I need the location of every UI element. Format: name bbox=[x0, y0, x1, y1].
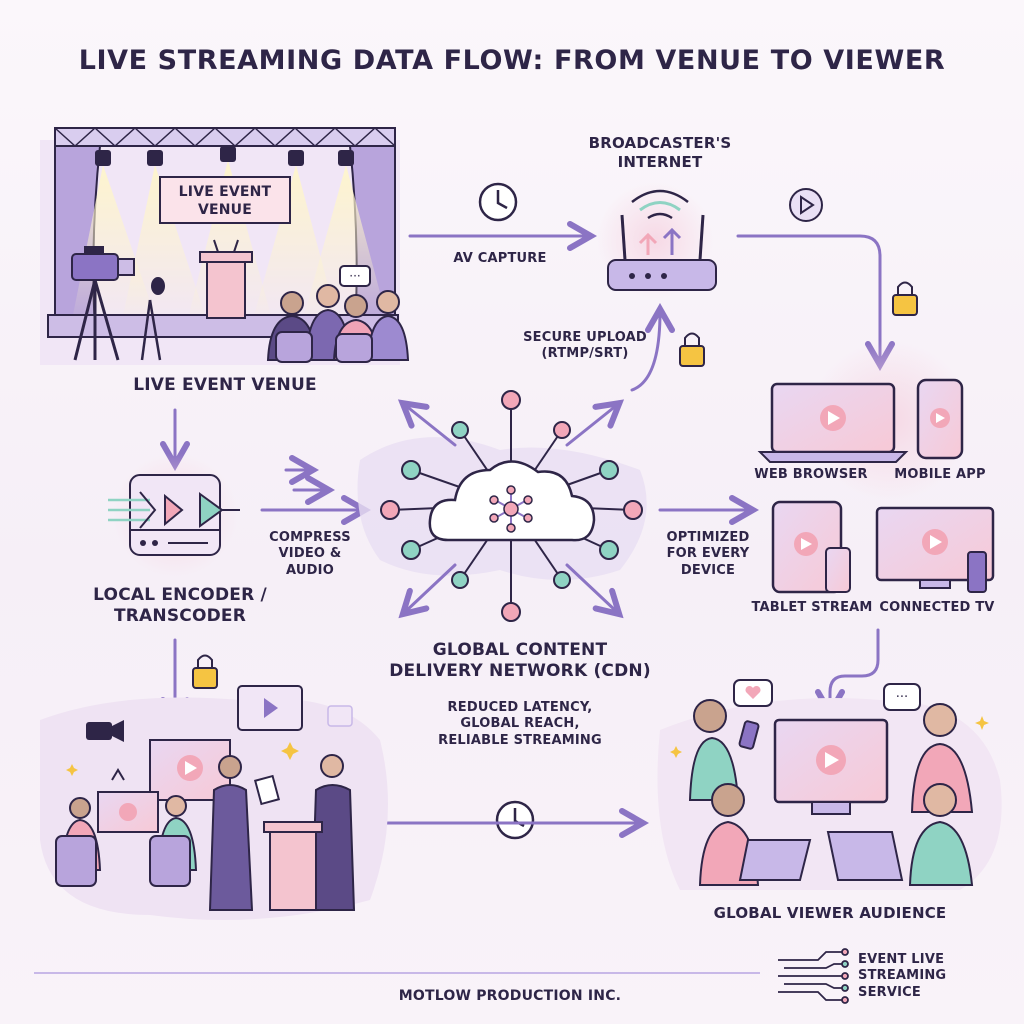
device-label-mobile: MOBILE APP bbox=[894, 467, 986, 482]
node-label-cdn: GLOBAL CONTENT DELIVERY NETWORK (CDN) bbox=[389, 640, 651, 682]
device-label-tv: CONNECTED TV bbox=[879, 600, 995, 615]
audience-illustration: ··· bbox=[657, 679, 1002, 890]
arrow-internet-to-devices bbox=[736, 234, 880, 362]
node-label-internet: BROADCASTER'S INTERNET bbox=[588, 134, 732, 171]
device-label-tablet: TABLET STREAM bbox=[751, 600, 873, 615]
tablet-device bbox=[771, 500, 851, 594]
arrow-secure-upload bbox=[630, 312, 660, 392]
venue-sign: LIVE EVENT VENUE bbox=[178, 184, 272, 218]
service-logo bbox=[778, 948, 849, 1004]
clock-icon bbox=[495, 800, 535, 840]
cdn-illustration bbox=[357, 390, 647, 622]
edge-label-av-capture: AV CAPTURE bbox=[453, 251, 547, 266]
edge-label-compress: COMPRESS VIDEO & AUDIO bbox=[269, 530, 351, 578]
arrow-devices-to-audience bbox=[830, 628, 880, 710]
edge-label-optimized: OPTIMIZED FOR EVERY DEVICE bbox=[666, 530, 750, 578]
lock-icon bbox=[192, 654, 218, 689]
edge-label-secure-upload: SECURE UPLOAD (RTMP/SRT) bbox=[523, 330, 647, 362]
production-control-illustration bbox=[40, 685, 388, 920]
svg-text:···: ··· bbox=[896, 690, 908, 705]
node-label-venue: LIVE EVENT VENUE bbox=[133, 375, 317, 395]
device-label-web: WEB BROWSER bbox=[754, 467, 868, 482]
lock-icon bbox=[679, 332, 705, 367]
svg-text:···: ··· bbox=[349, 269, 360, 283]
footer-service: EVENT LIVE STREAMING SERVICE bbox=[858, 952, 947, 1000]
connected-tv-device bbox=[875, 506, 995, 593]
lock-icon bbox=[892, 281, 918, 316]
clock-icon bbox=[478, 182, 518, 222]
encoder-illustration bbox=[108, 453, 240, 577]
router-illustration bbox=[597, 182, 717, 298]
venue-illustration: ··· bbox=[40, 126, 410, 365]
node-label-encoder: LOCAL ENCODER / TRANSCODER bbox=[93, 585, 267, 627]
footer-company: MOTLOW PRODUCTION INC. bbox=[398, 988, 622, 1004]
node-label-audience: GLOBAL VIEWER AUDIENCE bbox=[713, 904, 947, 922]
page-title: LIVE STREAMING DATA FLOW: FROM VENUE TO … bbox=[78, 45, 946, 76]
cdn-benefits: REDUCED LATENCY, GLOBAL REACH, RELIABLE … bbox=[438, 700, 602, 748]
mobile-app-device bbox=[916, 378, 964, 460]
play-icon bbox=[789, 188, 823, 222]
